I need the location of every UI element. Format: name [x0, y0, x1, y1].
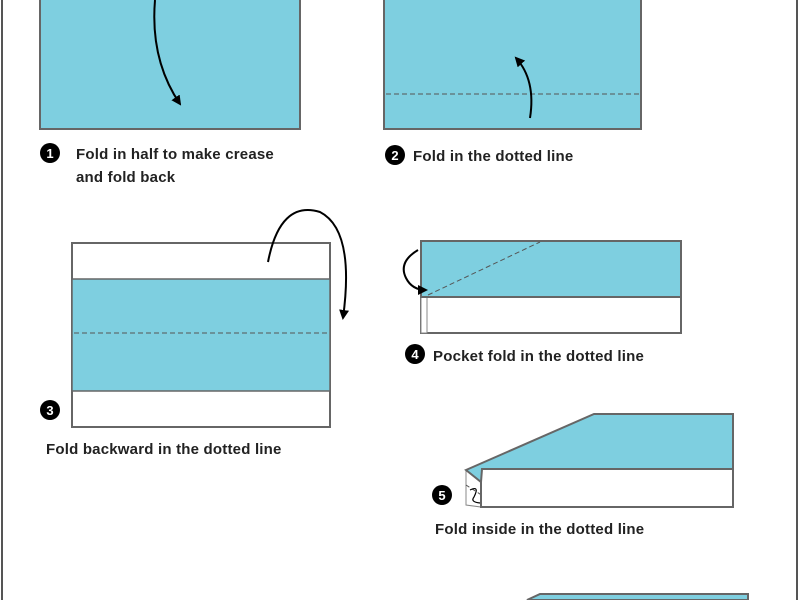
step-text: Fold backward in the dotted line [46, 441, 282, 458]
step-5-label: 5 Fold inside in the dotted line [432, 485, 644, 538]
step-text: and fold back [76, 169, 176, 186]
step-number-badge [385, 145, 405, 165]
step-6-figure-partial [526, 593, 749, 600]
step-2-label: 2 Fold in the dotted line [385, 145, 573, 165]
step-2-figure [383, 0, 642, 130]
step-number: 2 [391, 148, 398, 163]
step-number: 5 [438, 488, 445, 503]
step-number-badge [40, 400, 60, 420]
step-number-badge [432, 485, 452, 505]
dotted-fold-line [427, 241, 541, 296]
step-5-figure [464, 413, 734, 508]
step-number: 4 [411, 347, 419, 362]
step-4-figure [402, 240, 682, 334]
step-text: Fold in half to make crease [76, 146, 274, 163]
inside-fold-arrow-icon [469, 487, 481, 504]
step-1-figure [39, 0, 301, 130]
step-3-figure [71, 209, 350, 428]
step-text: Fold in the dotted line [413, 148, 573, 165]
fold-back-arrow-icon [267, 209, 350, 320]
step-number: 3 [46, 403, 53, 418]
fold-arrow-icon [514, 56, 533, 119]
step-3-label: 3 Fold backward in the dotted line [40, 400, 282, 458]
pocket-fold-arrow-icon [402, 249, 428, 295]
step-text: Fold inside in the dotted line [435, 521, 644, 538]
fold-arrow-icon [153, 0, 182, 106]
step-1-label: 1 Fold in half to make crease and fold b… [40, 143, 274, 186]
step-number-badge [405, 344, 425, 364]
step-number-badge [40, 143, 60, 163]
step-number: 1 [46, 146, 53, 161]
step-4-label: 4 Pocket fold in the dotted line [405, 344, 644, 365]
step-text: Pocket fold in the dotted line [433, 348, 644, 365]
